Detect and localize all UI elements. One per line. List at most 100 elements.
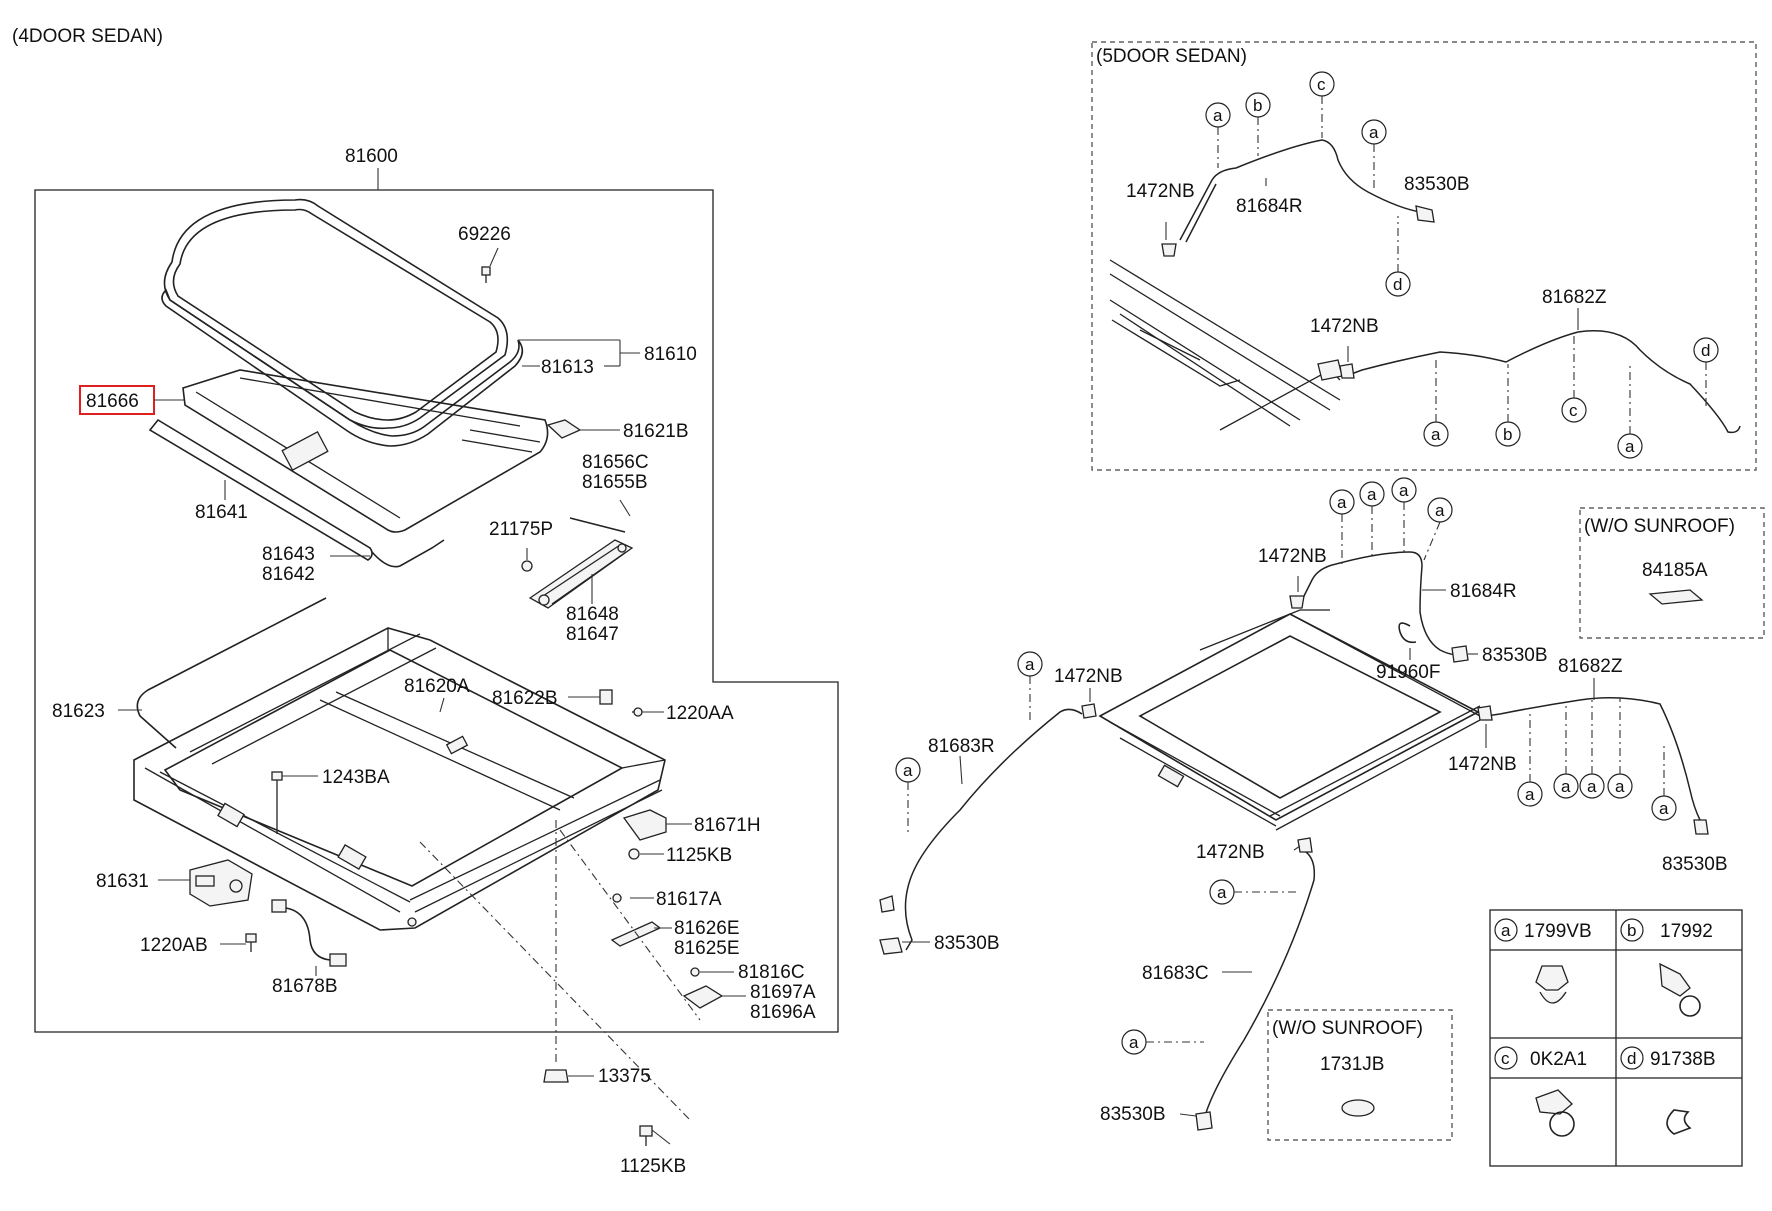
part-label-81621B[interactable]: 81621B xyxy=(623,421,689,442)
svg-text:c: c xyxy=(1501,1049,1510,1068)
bolt-69226 xyxy=(481,266,491,283)
callout-middle-a1: a xyxy=(1329,489,1355,564)
part-label-1472NB-middle-d[interactable]: 1472NB xyxy=(1196,842,1265,863)
part-label-81642[interactable]: 81642 xyxy=(262,564,315,585)
pad-84185A xyxy=(1648,589,1704,605)
part-label-81696A[interactable]: 81696A xyxy=(750,1002,816,1023)
svg-text:a: a xyxy=(1213,106,1223,125)
part-label-81626E[interactable]: 81626E xyxy=(674,918,740,939)
legend-code-a: 1799VB xyxy=(1524,921,1592,942)
leader-dash-1125KB-b xyxy=(419,841,691,1121)
part-label-83530B-5door[interactable]: 83530B xyxy=(1404,174,1470,195)
part-label-1472NB-middle-c[interactable]: 1472NB xyxy=(1448,754,1517,775)
clip-1472NB-middle-c xyxy=(1477,705,1493,721)
callout-middle-a11: a xyxy=(1651,744,1677,821)
part-label-1125KB-b[interactable]: 1125KB xyxy=(620,1156,686,1177)
callout-middle-a6: a xyxy=(895,757,921,834)
part-label-81697A[interactable]: 81697A xyxy=(750,982,816,1003)
section-title-5door: (5DOOR SEDAN) xyxy=(1096,46,1247,67)
part-label-83530B-middle-b[interactable]: 83530B xyxy=(934,933,1000,954)
svg-text:d: d xyxy=(1393,275,1402,294)
part-label-81684R-5door[interactable]: 81684R xyxy=(1236,196,1303,217)
part-label-69226[interactable]: 69226 xyxy=(458,224,511,245)
clip-1799VB-icon xyxy=(1535,965,1569,1004)
box-wo-sunroof-2 xyxy=(1267,1009,1453,1141)
part-label-83530B-middle-a[interactable]: 83530B xyxy=(1482,645,1548,666)
part-label-81671H[interactable]: 81671H xyxy=(694,815,761,836)
svg-text:a: a xyxy=(1129,1033,1139,1052)
part-label-81617A[interactable]: 81617A xyxy=(656,889,722,910)
callout-middle-a9: a xyxy=(1579,700,1605,799)
part-label-84185A[interactable]: 84185A xyxy=(1642,560,1708,581)
callout-5door-a3: a xyxy=(1423,356,1449,447)
part-label-81631[interactable]: 81631 xyxy=(96,871,149,892)
part-label-81683R[interactable]: 81683R xyxy=(928,736,995,757)
frame-81620A xyxy=(133,627,666,931)
callout-middle-a4: a xyxy=(1423,497,1453,561)
part-label-81620A[interactable]: 81620A xyxy=(404,676,470,697)
part-label-1243BA[interactable]: 1243BA xyxy=(322,767,390,788)
part-label-1125KB-a[interactable]: 1125KB xyxy=(666,845,732,866)
clip-1472NB-middle-d xyxy=(1297,837,1313,853)
part-label-1731JB[interactable]: 1731JB xyxy=(1320,1054,1384,1075)
part-label-81655B[interactable]: 81655B xyxy=(582,472,648,493)
part-label-13375[interactable]: 13375 xyxy=(598,1066,651,1087)
hose-81684R-middle xyxy=(1301,551,1459,656)
part-label-81641[interactable]: 81641 xyxy=(195,502,248,523)
legend-cell-d: d 91738B xyxy=(1620,1046,1716,1135)
svg-text:a: a xyxy=(903,761,913,780)
callout-middle-a13: a xyxy=(1121,1029,1204,1055)
part-label-81622B[interactable]: 81622B xyxy=(492,688,558,709)
legend-code-b: 17992 xyxy=(1660,921,1713,942)
part-label-81684R-middle[interactable]: 81684R xyxy=(1450,581,1517,602)
part-label-83530B-middle-c[interactable]: 83530B xyxy=(1662,854,1728,875)
clip-81621B xyxy=(546,419,582,439)
part-label-91960F[interactable]: 91960F xyxy=(1376,662,1440,683)
part-label-81816C[interactable]: 81816C xyxy=(738,962,805,983)
part-label-1472NB-middle-b[interactable]: 1472NB xyxy=(1054,666,1123,687)
screw-1220AB xyxy=(245,933,257,943)
legend-cell-a: a 1799VB xyxy=(1494,918,1592,1004)
part-label-81643[interactable]: 81643 xyxy=(262,544,315,565)
svg-text:b: b xyxy=(1253,96,1262,115)
part-label-81625E[interactable]: 81625E xyxy=(674,938,740,959)
part-label-81666[interactable]: 81666 xyxy=(86,391,139,412)
part-label-1220AA[interactable]: 1220AA xyxy=(666,703,734,724)
part-label-81600[interactable]: 81600 xyxy=(345,146,398,167)
part-label-1472NB-5door-b[interactable]: 1472NB xyxy=(1310,316,1379,337)
part-label-83530B-middle-d[interactable]: 83530B xyxy=(1100,1104,1166,1125)
callout-middle-a10: a xyxy=(1607,698,1633,799)
clip-17992-icon xyxy=(1659,962,1701,1017)
part-label-81678B[interactable]: 81678B xyxy=(272,976,338,997)
part-label-81656C[interactable]: 81656C xyxy=(582,452,649,473)
section-title-wo-sunroof-1: (W/O SUNROOF) xyxy=(1584,516,1735,537)
part-label-21175P[interactable]: 21175P xyxy=(489,519,553,540)
frame-partial-5door xyxy=(1109,259,1343,431)
part-label-81613[interactable]: 81613 xyxy=(541,357,594,378)
part-label-1220AB[interactable]: 1220AB xyxy=(140,935,208,956)
drain-hose-81623 xyxy=(136,597,327,749)
svg-text:a: a xyxy=(1399,481,1409,500)
part-label-1472NB-5door-a[interactable]: 1472NB xyxy=(1126,181,1195,202)
svg-text:a: a xyxy=(1625,437,1635,456)
weatherstrip-81613 xyxy=(161,288,524,447)
svg-text:d: d xyxy=(1627,1049,1636,1068)
screw-81617A xyxy=(612,893,622,903)
clip-1472NB-5door-b xyxy=(1339,363,1355,379)
part-label-81648[interactable]: 81648 xyxy=(566,604,619,625)
part-label-1472NB-middle-a[interactable]: 1472NB xyxy=(1258,546,1327,567)
rod-81656C xyxy=(569,517,626,533)
callout-5door-d2: d xyxy=(1693,337,1719,410)
part-label-81610[interactable]: 81610 xyxy=(644,344,697,365)
svg-text:a: a xyxy=(1659,799,1669,818)
svg-text:a: a xyxy=(1367,485,1377,504)
box-wo-sunroof-1 xyxy=(1579,507,1765,639)
part-label-81682Z-middle[interactable]: 81682Z xyxy=(1558,656,1623,677)
part-label-81647[interactable]: 81647 xyxy=(566,624,619,645)
svg-text:d: d xyxy=(1701,341,1710,360)
part-label-81623[interactable]: 81623 xyxy=(52,701,105,722)
legend-code-d: 91738B xyxy=(1650,1049,1716,1070)
part-label-81683C[interactable]: 81683C xyxy=(1142,963,1209,984)
part-label-81682Z-5door[interactable]: 81682Z xyxy=(1542,287,1607,308)
section-title-wo-sunroof-2: (W/O SUNROOF) xyxy=(1272,1018,1423,1039)
